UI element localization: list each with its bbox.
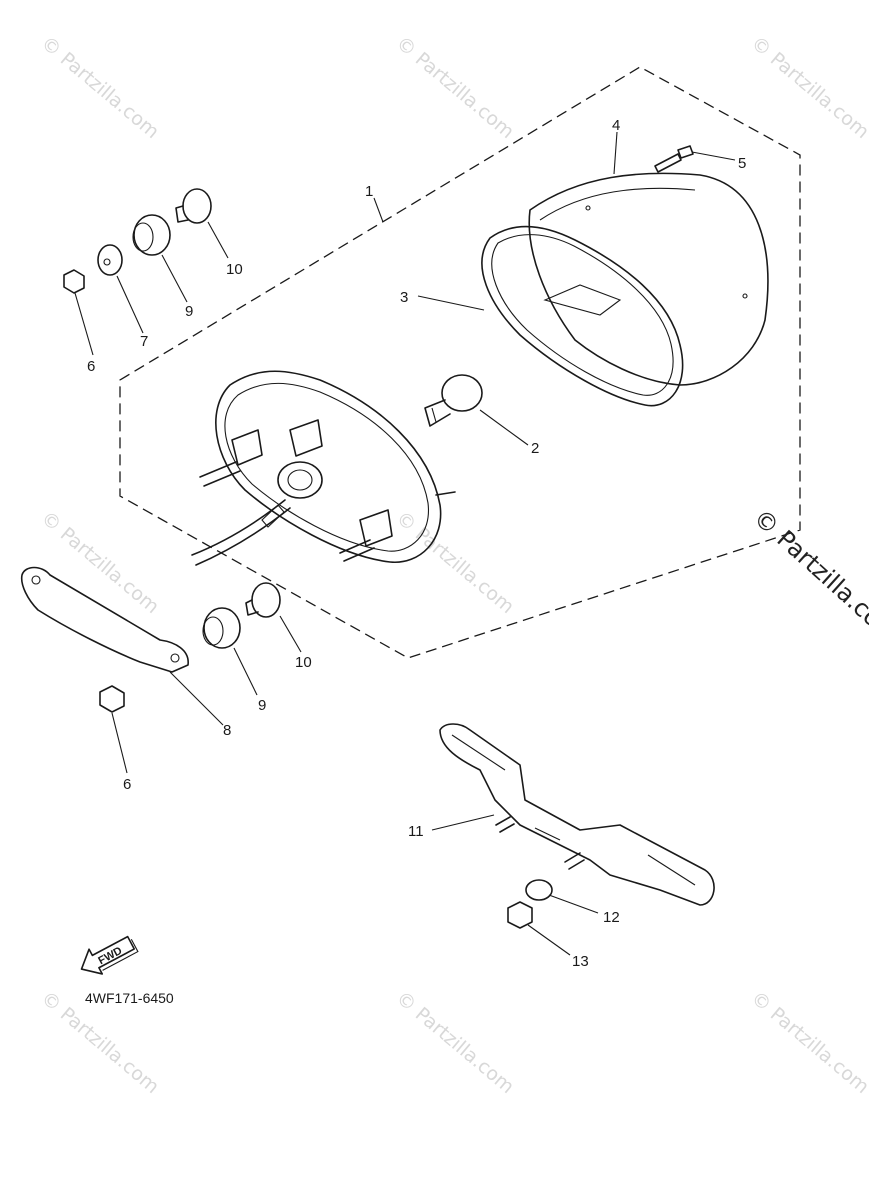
diagram-code: 4WF171-6450 xyxy=(85,990,174,1006)
callout-7: 7 xyxy=(140,333,148,350)
watermark-text: © Partzilla.com xyxy=(747,32,869,143)
callout-1: 1 xyxy=(365,183,373,200)
nut-lower xyxy=(99,685,125,713)
callout-10-upper: 10 xyxy=(226,261,243,278)
tail-light-base xyxy=(191,370,456,566)
tail-light-stay xyxy=(20,566,189,673)
callout-9-lower: 9 xyxy=(258,697,266,714)
fwd-arrow: FWD xyxy=(80,935,139,975)
grommet-upper xyxy=(132,214,171,256)
fwd-arrow-label: FWD xyxy=(96,945,124,967)
washer-upper xyxy=(97,244,123,276)
callout-12: 12 xyxy=(603,909,620,926)
callout-10-lower: 10 xyxy=(295,654,312,671)
watermark-text: © Partzilla.com xyxy=(37,507,163,618)
callout-8: 8 xyxy=(223,722,231,739)
callout-11: 11 xyxy=(408,823,424,840)
watermark-text: © Partzilla.com xyxy=(37,32,163,143)
callouts: 1 2 3 4 5 6 6 7 8 9 9 10 10 11 12 13 xyxy=(87,117,746,970)
brand-watermark: © Partzilla.com xyxy=(748,504,869,649)
washer-lower xyxy=(525,879,553,901)
watermark-text: © Partzilla.com xyxy=(392,987,518,1098)
nut-bracket xyxy=(507,901,533,929)
callout-6-upper: 6 xyxy=(87,358,95,375)
lens-gasket xyxy=(481,225,684,407)
callout-9-upper: 9 xyxy=(185,303,193,320)
callout-4: 4 xyxy=(612,117,620,134)
license-bracket xyxy=(439,723,715,906)
callout-3: 3 xyxy=(400,289,408,306)
assembly-boundary xyxy=(119,66,801,659)
callout-13: 13 xyxy=(572,953,589,970)
callout-2: 2 xyxy=(531,440,539,457)
callout-6-lower: 6 xyxy=(123,776,131,793)
faint-watermarks: © Partzilla.com © Partzilla.com © Partzi… xyxy=(37,32,869,1098)
grommet-lower xyxy=(202,607,241,649)
leader-lines xyxy=(74,131,736,956)
tail-lens-housing xyxy=(528,172,769,386)
nut-upper xyxy=(63,269,85,294)
tail-bulb xyxy=(424,374,483,427)
watermark-text: © Partzilla.com xyxy=(392,507,518,618)
lens-screw xyxy=(654,145,694,173)
collar-lower xyxy=(245,582,281,618)
callout-5: 5 xyxy=(738,155,746,172)
collar-upper xyxy=(175,188,212,224)
watermark-text: © Partzilla.com xyxy=(747,987,869,1098)
watermark-text: © Partzilla.com xyxy=(392,32,518,143)
